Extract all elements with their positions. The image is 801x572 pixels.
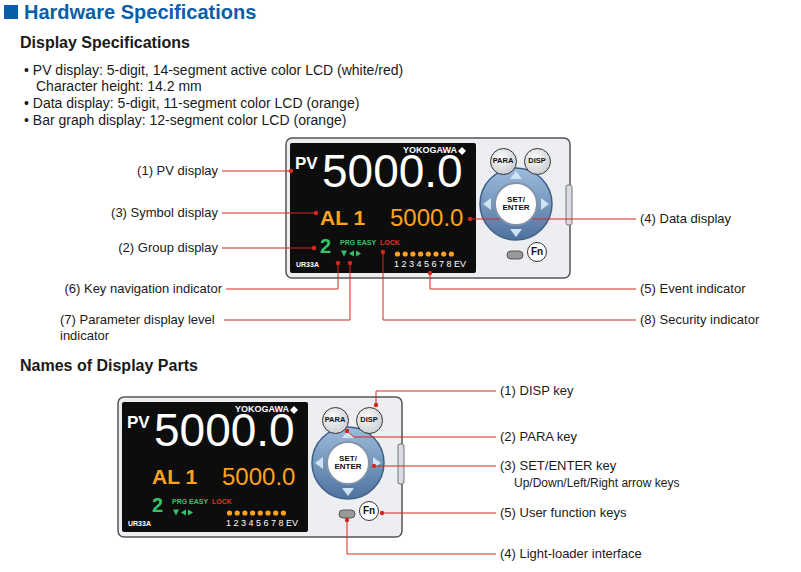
callout-label: (6) Key navigation indicator xyxy=(64,281,222,297)
model-name: UR33A xyxy=(296,261,319,268)
key-legend: SET/ ENTER xyxy=(501,196,531,213)
leader-line xyxy=(470,219,636,220)
leader-line xyxy=(222,248,314,249)
set-enter-key: SET/ ENTER xyxy=(494,182,538,226)
leader-line xyxy=(383,252,636,320)
leader-line xyxy=(430,273,636,289)
lock-text: LOCK xyxy=(212,498,232,505)
callout-note: Up/Down/Left/Right arrow keys xyxy=(514,475,679,491)
leader-line xyxy=(374,466,496,467)
model-name: UR33A xyxy=(128,520,151,527)
page-title: Hardware Specifications xyxy=(24,0,256,24)
data-value: 5000.0 xyxy=(222,465,295,489)
leader-line xyxy=(382,513,496,514)
callout-label: (1) PV display xyxy=(137,163,218,179)
callout-label: (4) Data display xyxy=(640,211,731,227)
spec-bullet: • PV display: 5-digit, 14-segment active… xyxy=(24,62,403,78)
callout-label: (7) Parameter display level indicator xyxy=(60,312,220,344)
pv-mark: PV xyxy=(295,155,318,172)
section-heading: Names of Display Parts xyxy=(20,358,198,374)
function-key: Fn xyxy=(359,501,379,521)
spec-bullet: • Data display: 5-digit, 11-segment colo… xyxy=(24,95,359,111)
heading-square xyxy=(4,5,18,19)
spec-line: Character height: 14.2 mm xyxy=(36,78,202,94)
group-number: 2 xyxy=(152,495,163,515)
event-numbers: 1 2 3 4 5 6 7 8 EV xyxy=(394,260,466,269)
lock-text: LOCK xyxy=(380,239,400,246)
callout-label: (4) Light-loader interface xyxy=(500,546,642,562)
level-text: EASY xyxy=(189,498,208,505)
key-legend: Fn xyxy=(363,506,375,517)
key-legend: PARA xyxy=(493,157,514,165)
callout-label: (1) DISP key xyxy=(500,383,573,399)
key-legend: DISP xyxy=(360,416,378,424)
leader-line xyxy=(224,263,350,320)
key-button: DISP xyxy=(524,148,551,175)
callout-label: (8) Security indicator xyxy=(640,312,759,328)
key-legend: DISP xyxy=(528,157,546,165)
symbol-text: AL 1 xyxy=(320,207,365,228)
controller-front xyxy=(118,397,404,537)
leader-dots xyxy=(289,169,472,522)
key-legend: Fn xyxy=(531,247,543,258)
brand-name: YOKOGAWA xyxy=(235,405,289,414)
key-button: PARA xyxy=(490,148,517,175)
event-numbers: 1 2 3 4 5 6 7 8 EV xyxy=(226,519,298,528)
key-legend: SET/ ENTER xyxy=(333,455,363,472)
leader-line xyxy=(376,391,496,405)
section-heading: Display Specifications xyxy=(20,35,190,51)
group-number: 2 xyxy=(320,236,331,256)
key-button: PARA xyxy=(322,407,349,434)
key-legend: PARA xyxy=(325,416,346,424)
callout-label: (5) User function keys xyxy=(500,505,626,521)
symbol-text: AL 1 xyxy=(152,466,197,487)
spec-bullet: • Bar graph display: 12-segment color LC… xyxy=(24,112,346,128)
leader-line xyxy=(347,520,496,554)
level-text: PRG xyxy=(172,498,187,505)
data-value: 5000.0 xyxy=(390,206,463,230)
callout-label: (2) PARA key xyxy=(500,429,577,445)
callout-label: (3) SET/ENTER key xyxy=(500,458,616,474)
pv-mark: PV xyxy=(127,414,150,431)
leader-line xyxy=(226,263,338,289)
controller-front xyxy=(286,138,572,278)
brand-name: YOKOGAWA xyxy=(403,146,457,155)
callout-label: (3) Symbol display xyxy=(111,205,218,221)
key-button: DISP xyxy=(356,407,383,434)
level-text: PRG xyxy=(340,239,355,246)
callout-label: (5) Event indicator xyxy=(640,281,746,297)
level-text: EASY xyxy=(357,239,376,246)
leader-line xyxy=(222,213,316,214)
callout-label: (2) Group display xyxy=(118,240,218,256)
set-enter-key: SET/ ENTER xyxy=(326,441,370,485)
leader-line xyxy=(222,171,291,172)
function-key: Fn xyxy=(527,242,547,262)
leader-lines xyxy=(222,171,636,554)
